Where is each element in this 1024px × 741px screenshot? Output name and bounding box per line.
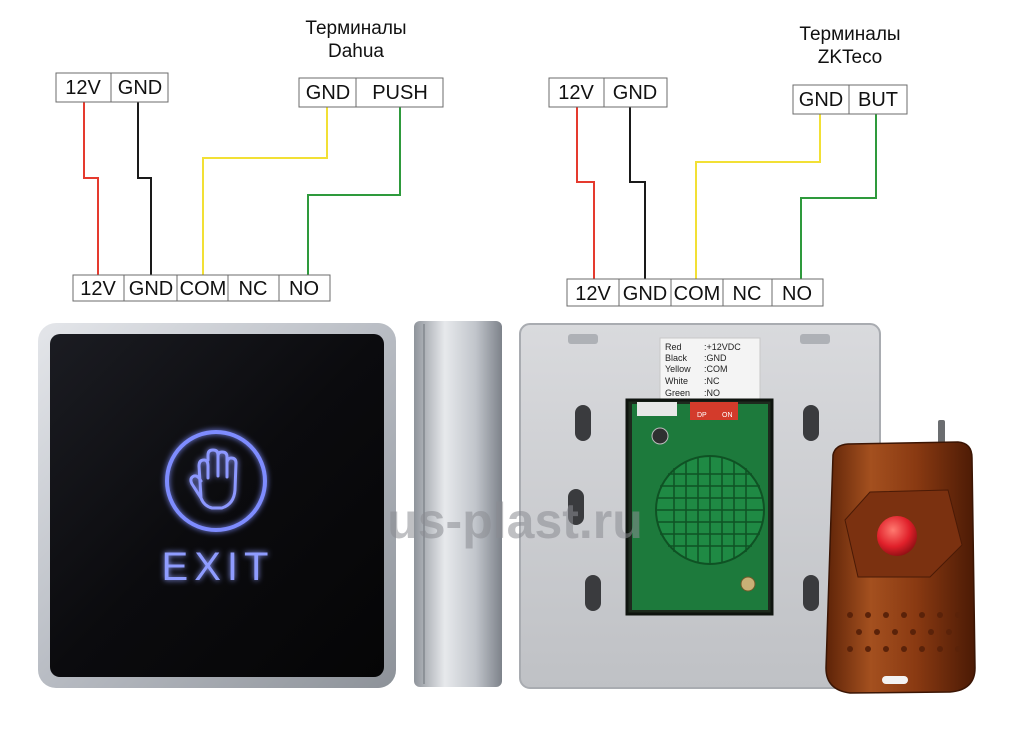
terminal-gnd — [110, 72, 169, 103]
wire-legend-sticker — [659, 337, 761, 401]
terminal-label: GND — [623, 283, 667, 305]
terminal-no — [771, 278, 824, 307]
terminal-label: 12V — [575, 283, 611, 305]
button-terminal-block: 12V GND COM NC NO — [72, 274, 331, 302]
remote-grip-dots — [847, 612, 961, 652]
terminal-label: NC — [733, 283, 762, 305]
terminal-label: 12V — [80, 278, 116, 300]
legend-color: Green — [665, 388, 690, 398]
legend-signal: :COM — [704, 364, 728, 374]
terminal-label: COM — [674, 283, 721, 305]
legend-signal: :GND — [704, 353, 727, 363]
mount-slot — [803, 575, 819, 611]
legend-color: Yellow — [665, 364, 691, 374]
dip-switch — [690, 402, 738, 420]
terminal-gnd — [792, 84, 850, 115]
zkteco-title-line1: Терминалы — [799, 24, 900, 45]
red-wire — [83, 102, 99, 276]
legend-signal: :NC — [704, 376, 720, 386]
terminal-gnd — [618, 278, 672, 307]
mount-slot — [568, 489, 584, 525]
terminal-nc — [722, 278, 773, 307]
zkteco-title-line2: ZKTeco — [818, 47, 882, 68]
power-terminal-block: 12V GND — [548, 77, 668, 108]
exit-button-back: Red :+12VDC Black :GND Yellow :COM White… — [519, 323, 881, 689]
terminal-label: GND — [613, 82, 657, 104]
terminal-label: GND — [118, 77, 162, 99]
mount-slot — [585, 575, 601, 611]
exit-label: EXIT — [162, 545, 275, 589]
legend-color: Black — [665, 353, 688, 363]
terminal-label: 12V — [65, 77, 101, 99]
terminal-label: COM — [180, 278, 227, 300]
controller-terminal-block: GND BUT — [792, 84, 908, 115]
legend-color: Red — [665, 342, 682, 352]
exit-button-front: EXIT — [38, 323, 396, 688]
terminal-push — [355, 77, 444, 108]
remote-keyring-hole — [882, 676, 908, 684]
green-wire — [800, 114, 877, 280]
legend-signal: :+12VDC — [704, 342, 741, 352]
terminal-label: GND — [799, 89, 843, 111]
dip-label: DP — [697, 412, 707, 419]
terminal-label: PUSH — [372, 82, 428, 104]
sensor-grid — [656, 456, 764, 564]
front-glass — [50, 334, 384, 677]
terminal-no — [278, 274, 331, 302]
black-wire — [137, 102, 152, 276]
red-wire — [576, 106, 595, 280]
screw-terminal — [740, 576, 756, 592]
legend-signal: :NO — [704, 388, 720, 398]
terminal-12v — [548, 77, 605, 108]
terminal-gnd — [298, 77, 357, 108]
yellow-wire — [202, 107, 328, 276]
capacitor — [651, 427, 669, 445]
dahua-title-line1: Терминалы — [305, 18, 406, 39]
remote-button — [877, 516, 917, 556]
button-terminal-block: 12V GND COM NC NO — [566, 278, 824, 307]
terminal-com — [670, 278, 724, 307]
mount-slot — [803, 405, 819, 441]
hand-icon — [189, 448, 238, 510]
wire-connector — [637, 402, 677, 416]
zkteco-diagram: Терминалы ZKTeco 12V GND GND BUT 12V GND… — [548, 24, 908, 307]
controller-terminal-block: GND PUSH — [298, 77, 444, 108]
side-profile — [414, 321, 502, 687]
black-wire — [629, 106, 646, 280]
terminal-label: NC — [239, 278, 268, 300]
hand-icon-ring — [165, 430, 267, 532]
terminal-label: NO — [782, 283, 812, 305]
terminal-label: BUT — [858, 89, 898, 111]
terminal-but — [848, 84, 908, 115]
terminal-label: GND — [129, 278, 173, 300]
green-wire — [307, 107, 401, 276]
terminal-label: 12V — [558, 82, 594, 104]
exit-button-side — [414, 321, 502, 687]
power-terminal-block: 12V GND — [55, 72, 169, 103]
dahua-diagram: Терминалы Dahua 12V GND GND PUSH 1 — [55, 18, 444, 302]
yellow-wire — [695, 114, 821, 280]
remote-fob — [825, 420, 976, 694]
terminal-label: NO — [289, 278, 319, 300]
wire-legend: Red :+12VDC Black :GND Yellow :COM White… — [665, 342, 741, 398]
dip-label: ON — [722, 412, 733, 419]
watermark: us-plast.ru — [387, 493, 643, 549]
terminal-gnd — [603, 77, 668, 108]
mount-slot — [575, 405, 591, 441]
dahua-title-line2: Dahua — [328, 41, 384, 62]
remote-antenna — [938, 420, 945, 448]
legend-color: White — [665, 376, 688, 386]
terminal-label: GND — [306, 82, 350, 104]
mount-tab — [800, 334, 830, 344]
mount-tab — [568, 334, 598, 344]
terminal-12v — [566, 278, 620, 307]
